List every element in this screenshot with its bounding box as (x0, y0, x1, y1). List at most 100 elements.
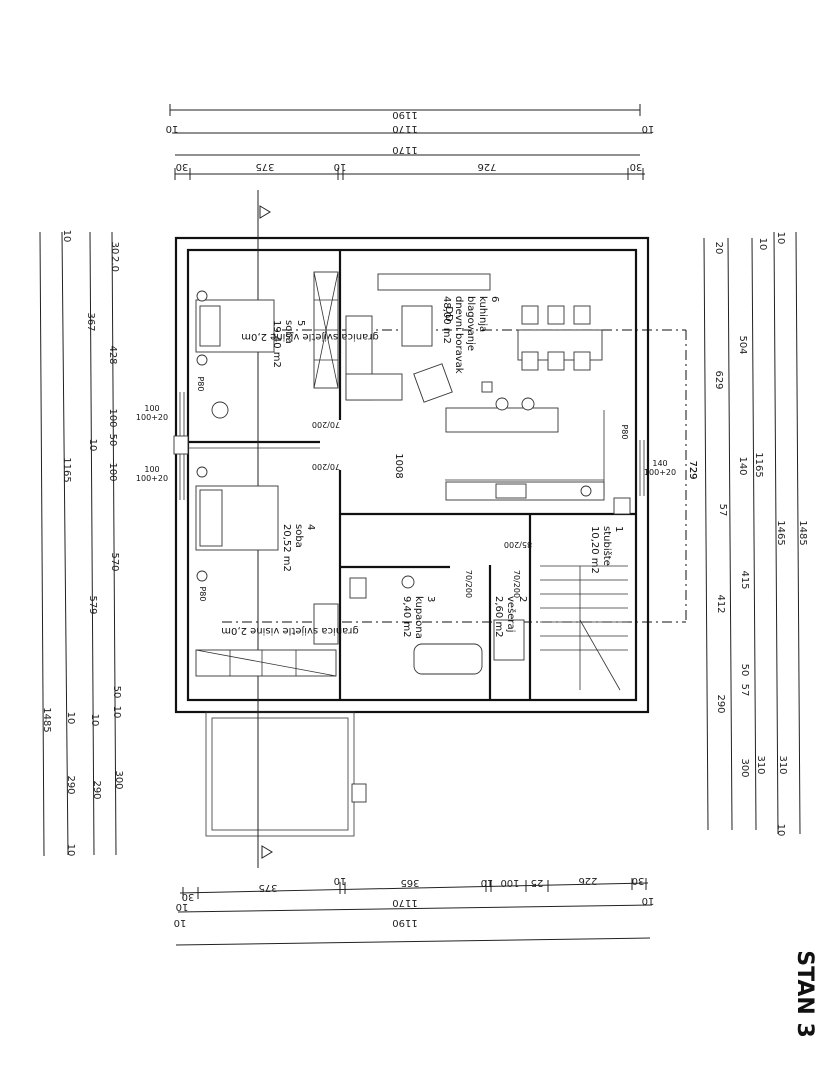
left-b-8: 300 (113, 770, 124, 789)
right-b-2: 140 (737, 456, 748, 475)
room-3-name: kupaona (413, 596, 424, 639)
right-a-2: 629 (713, 370, 724, 389)
left-b-7: 50 (111, 686, 122, 699)
left-a-3: 579 (87, 595, 98, 614)
room-5-label: 5 soba 19,40 m2 (271, 320, 306, 368)
bottom-seg-7: 25 (531, 877, 544, 888)
left-mid-dim: 1165 (61, 457, 72, 482)
window-left-2-width: 100 (144, 465, 159, 474)
right-a-3: 729 (687, 460, 698, 479)
room-4-label: 4 soba 20,52 m2 (281, 524, 316, 572)
left-c-3: 10 (65, 712, 76, 725)
top-seg-5: 30 (630, 161, 643, 172)
stairs (540, 565, 628, 691)
bottom-line3-dim: 1190 (392, 917, 417, 928)
left-c-1: 2.0 (109, 256, 120, 272)
left-a-2: 10 (87, 439, 98, 452)
bottom-line2-dim: 1170 (392, 897, 417, 908)
top-line2-start-tick: 10 (166, 123, 179, 134)
room-2-number: 2 (517, 596, 528, 602)
door-label-2: 70/200 (312, 462, 340, 471)
right-outer-1: 10 (775, 232, 786, 245)
right-dimensions: 10 1485 10 1165 310 20 629 729 412 290 5… (687, 232, 808, 837)
room-5-name: soba (283, 320, 294, 344)
bottom-seg-1: 30 (182, 891, 195, 902)
right-b-3: 57 (717, 504, 728, 517)
right-b-1: 504 (737, 335, 748, 354)
bottom-seg-6: 100 (500, 877, 519, 888)
top-line3-dim: 1170 (392, 144, 417, 155)
room-3-number: 3 (425, 596, 436, 602)
right-a-4: 412 (715, 594, 726, 613)
right-a-5: 290 (715, 694, 726, 713)
room-1-area: 10,20 m2 (589, 526, 600, 574)
window-left-1-width: 100 (144, 404, 159, 413)
right-c-2: 1465 (775, 520, 786, 545)
top-seg-4: 726 (477, 161, 496, 172)
bottom-line2-end-tick: 10 (642, 895, 655, 906)
room-6-number: 6 (489, 296, 500, 302)
left-b-6: 570 (109, 552, 120, 571)
top-seg-2: 375 (255, 161, 274, 172)
room-6-label: 6 kuhinja blagovanje dnevni boravak 48,0… (441, 296, 500, 374)
top-dimensions: 1190 10 1170 10 1170 30 375 10 726 30 (166, 104, 654, 180)
height-limit-label-bottom: granica svijetle visine 2,0m (221, 625, 358, 636)
door-label-1: 70/200 (312, 420, 340, 429)
parapet-1: P80 (196, 376, 205, 391)
room-4-area: 20,52 m2 (281, 524, 292, 572)
window-right-height: 100+20 (644, 468, 676, 477)
left-a-4: 10 (89, 714, 100, 727)
room-3-area: 9,40 m2 (401, 596, 412, 638)
right-b-5: 50 (739, 664, 750, 677)
left-outer-dim: 1485 (41, 707, 52, 732)
right-b-4: 415 (739, 570, 750, 589)
room-1-number: 1 (613, 526, 624, 532)
room-3-label: 3 kupaona 9,40 m2 (401, 596, 436, 639)
right-a-1: 20 (713, 242, 724, 255)
walls (173, 236, 650, 837)
room-labels: 6 kuhinja blagovanje dnevni boravak 48,0… (271, 296, 624, 639)
left-b-1: 30 (109, 242, 120, 255)
bottom-seg-8: 226 (578, 875, 597, 886)
annotations: granica svijetle visine 2,0m granica svi… (136, 306, 698, 636)
window-right-width: 140 (652, 459, 667, 468)
room-5-number: 5 (295, 320, 306, 326)
furniture (195, 271, 631, 803)
left-dimensions: 10 1485 10 1165 367 10 579 10 290 30 428… (39, 230, 124, 857)
right-mid-1: 1165 (753, 452, 764, 477)
left-a-5: 290 (91, 780, 102, 799)
right-c-3: 310 (777, 755, 788, 774)
left-outer-top-tick: 10 (61, 230, 72, 243)
room-6-name2: blagovanje (465, 296, 476, 351)
right-mid-2: 310 (755, 755, 766, 774)
left-a-1: 367 (85, 312, 96, 331)
window-left-1-height: 100+20 (136, 413, 168, 422)
left-b-2: 428 (107, 345, 118, 364)
left-c-4: 290 (65, 775, 76, 794)
bottom-seg-2: 375 (258, 882, 277, 893)
door-label-3: 85/200 (504, 540, 532, 549)
top-seg-1: 30 (176, 161, 189, 172)
bottom-line3-start-tick: 10 (174, 917, 187, 928)
right-interior-dimension: 729 (687, 460, 698, 479)
room-2-label: 2 vešeraj 2,60 m2 (493, 596, 528, 638)
room-6-name3: dnevni boravak (453, 296, 464, 374)
room-6-area: 48,00 m2 (441, 296, 452, 344)
room-4-name: soba (293, 524, 304, 548)
top-line2-dim: 1170 (392, 123, 417, 134)
right-c-1: 10 (757, 238, 768, 251)
window-left-2-height: 100+20 (136, 474, 168, 483)
parapet-2: P80 (198, 586, 207, 601)
left-outer-bottom-tick: 10 (65, 844, 76, 857)
room-5-area: 19,40 m2 (271, 320, 282, 368)
bottom-seg-3: 10 (334, 875, 347, 886)
room-2-name: vešeraj (505, 596, 517, 632)
right-b-7: 300 (739, 758, 750, 777)
height-limit-label-top: granica svijetle visine 2,0m (241, 331, 378, 342)
door-label-4: 70/200 (464, 570, 473, 598)
bottom-line2-start-tick: 10 (176, 901, 189, 912)
height-limit-lines (222, 329, 687, 623)
room-6-name: kuhinja (477, 296, 488, 332)
door-label-5: 70/200 (512, 570, 521, 598)
